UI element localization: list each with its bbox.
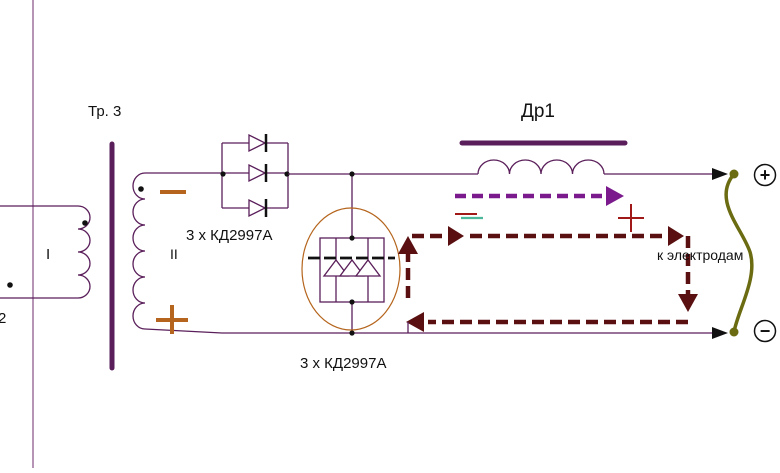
bottom-diode-symbols	[308, 256, 395, 277]
primary-dot-marker	[82, 220, 88, 226]
output-minus-circle	[753, 319, 777, 343]
node-dot	[220, 171, 226, 177]
output-minus-arrow	[712, 327, 728, 339]
node-dot	[349, 171, 355, 177]
loop-arrow-down	[678, 294, 698, 312]
node-dot	[284, 171, 290, 177]
choke-name: Др1	[521, 101, 556, 122]
top-diode-label: 3 x КД2997А	[186, 227, 273, 244]
output-plus-circle	[753, 163, 777, 187]
transformer-name: Тр. 3	[88, 103, 122, 120]
output-plus-symbol: +	[760, 165, 771, 185]
primary-terminal-dot	[7, 282, 13, 288]
electrode-terminal-minus	[729, 327, 739, 337]
primary-winding-label: I	[46, 246, 51, 263]
node-dot	[349, 299, 355, 305]
choke-current-arrowhead	[606, 186, 624, 206]
secondary-winding-label: II	[170, 246, 178, 262]
electrode-wire	[724, 172, 754, 333]
top-diode-symbols	[248, 133, 268, 218]
node-dot	[349, 330, 355, 336]
node-dot	[349, 235, 355, 241]
output-plus-arrow	[712, 168, 728, 180]
electrodes-label: к электродам	[657, 247, 744, 263]
current-loop	[405, 233, 691, 325]
diode-highlight-circle	[301, 207, 401, 331]
secondary-dot-marker	[138, 186, 144, 192]
loop-arrow-left	[406, 312, 424, 332]
loop-arrow-right	[668, 226, 684, 246]
electrode-terminal-plus	[729, 169, 739, 179]
bottom-diode-label: 3 x КД2997А	[300, 355, 387, 372]
primary-terminal-label: 2	[0, 310, 7, 327]
output-minus-symbol: −	[760, 321, 771, 341]
primary-winding	[0, 205, 91, 299]
choke-coil	[477, 159, 605, 175]
secondary-winding	[132, 172, 223, 334]
loop-arrow-up	[398, 236, 418, 254]
secondary-plus-mark	[156, 305, 188, 334]
loop-arrow-right	[448, 226, 464, 246]
choke-plus-mark	[618, 204, 644, 232]
